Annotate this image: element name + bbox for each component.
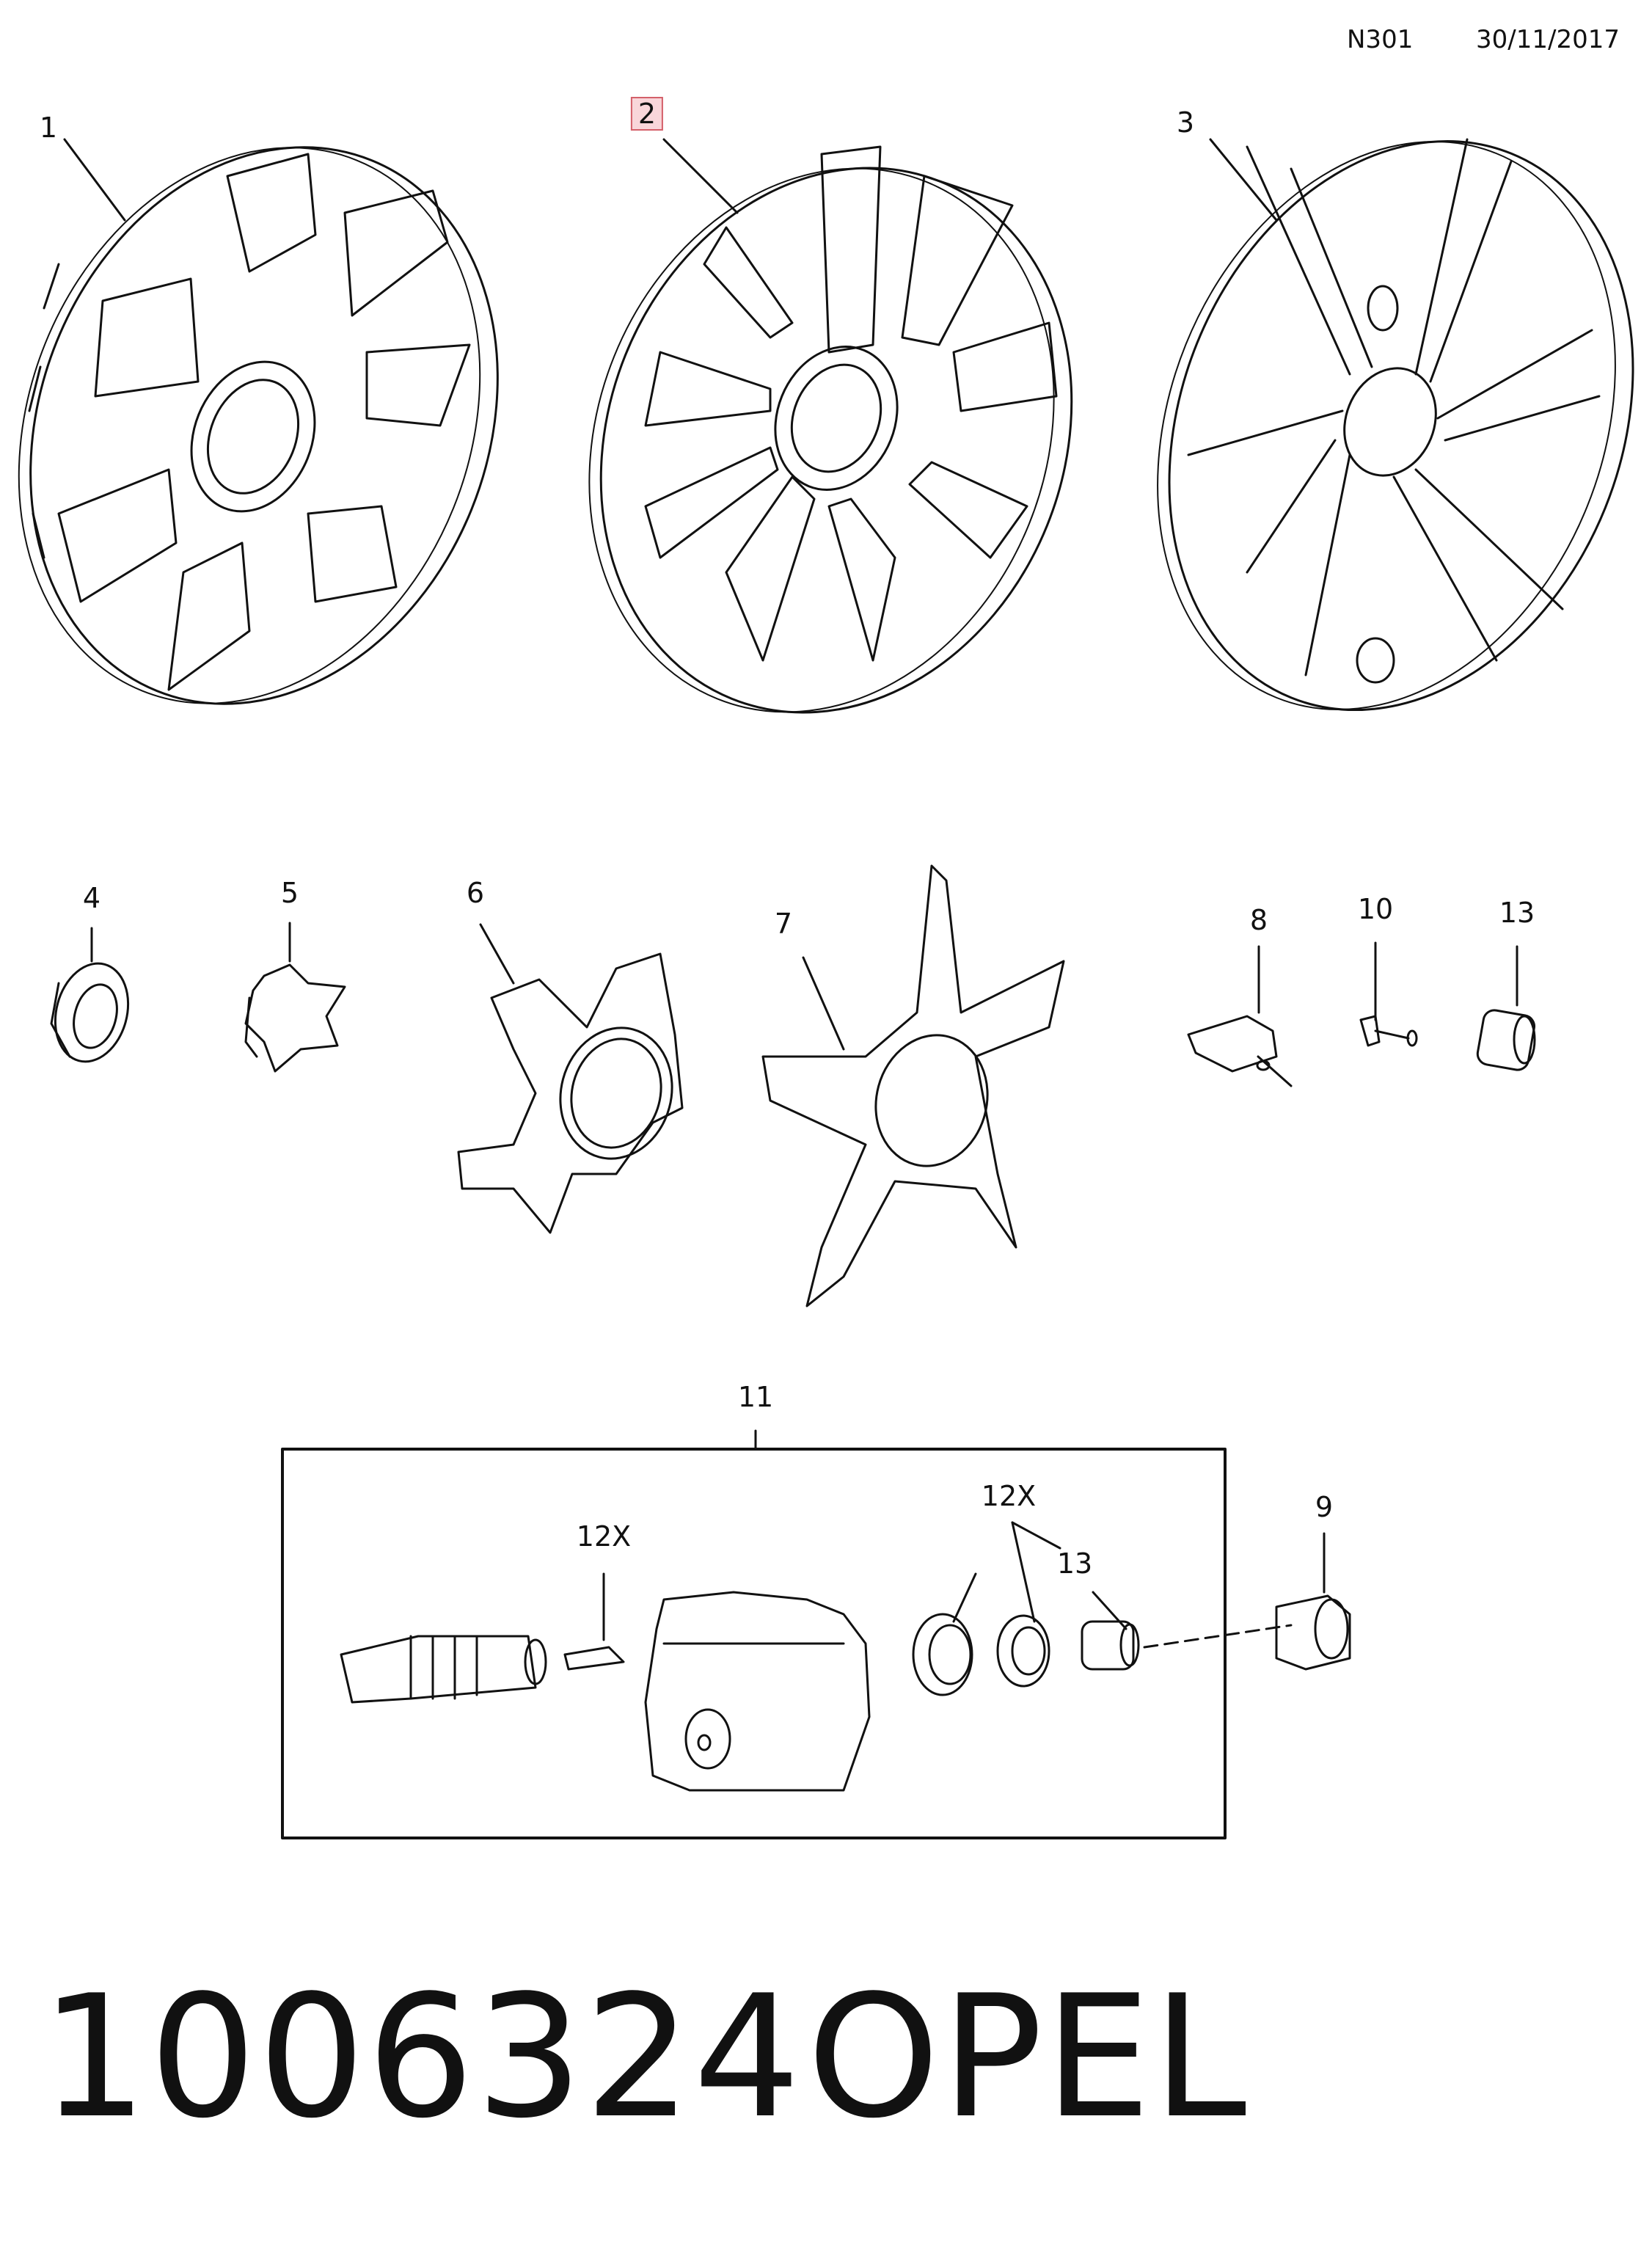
kit-valve-core — [563, 1646, 625, 1671]
callout-13[interactable]: 13 — [1499, 897, 1535, 929]
callout-1[interactable]: 1 — [39, 112, 58, 144]
valve-stem-10[interactable] — [1359, 941, 1418, 1047]
callout-2[interactable]: 2 — [630, 97, 664, 131]
kit-nut — [912, 1613, 973, 1696]
kit-valve-stem — [340, 1635, 537, 1704]
valve-cap-13[interactable] — [1476, 945, 1536, 1072]
cap-ring-4[interactable] — [45, 927, 139, 1070]
kit-11[interactable] — [281, 1429, 1293, 1839]
callout-4[interactable]: 4 — [82, 882, 101, 914]
kit-washer — [996, 1614, 1050, 1688]
trim-insert-6[interactable] — [457, 923, 687, 1234]
kit-tpms-sensor — [644, 1591, 871, 1792]
wheel-cover-3[interactable] — [1076, 71, 1652, 781]
kit-valve-cap — [1081, 1620, 1135, 1671]
callout-12x-b[interactable]: 12X — [981, 1480, 1037, 1512]
callout-6[interactable]: 6 — [466, 877, 485, 909]
hub-cap-5[interactable] — [244, 922, 346, 1073]
callout-5[interactable]: 5 — [280, 877, 299, 909]
callout-7[interactable]: 7 — [774, 908, 793, 940]
wheel-cover-2[interactable] — [510, 97, 1152, 784]
diagram-code: N301 — [1347, 25, 1414, 54]
diagram-date: 30/11/2017 — [1476, 25, 1620, 54]
callout-13-kit[interactable]: 13 — [1056, 1547, 1093, 1580]
callout-8[interactable]: 8 — [1249, 904, 1268, 936]
callout-11[interactable]: 11 — [737, 1381, 774, 1413]
trim-insert-7[interactable] — [761, 864, 1065, 1307]
callout-10[interactable]: 10 — [1357, 893, 1394, 925]
tpms-sensor-8[interactable] — [1187, 945, 1293, 1087]
callout-3[interactable]: 3 — [1176, 106, 1195, 139]
brand-name: OPEL — [807, 1960, 1249, 2156]
callout-9[interactable]: 9 — [1315, 1491, 1334, 1523]
part-number: 1006324 — [40, 1960, 803, 2156]
wheel-cover-1[interactable] — [0, 76, 579, 775]
callout-12x-a[interactable]: 12X — [576, 1520, 632, 1553]
valve-tool-9[interactable] — [1275, 1532, 1351, 1671]
